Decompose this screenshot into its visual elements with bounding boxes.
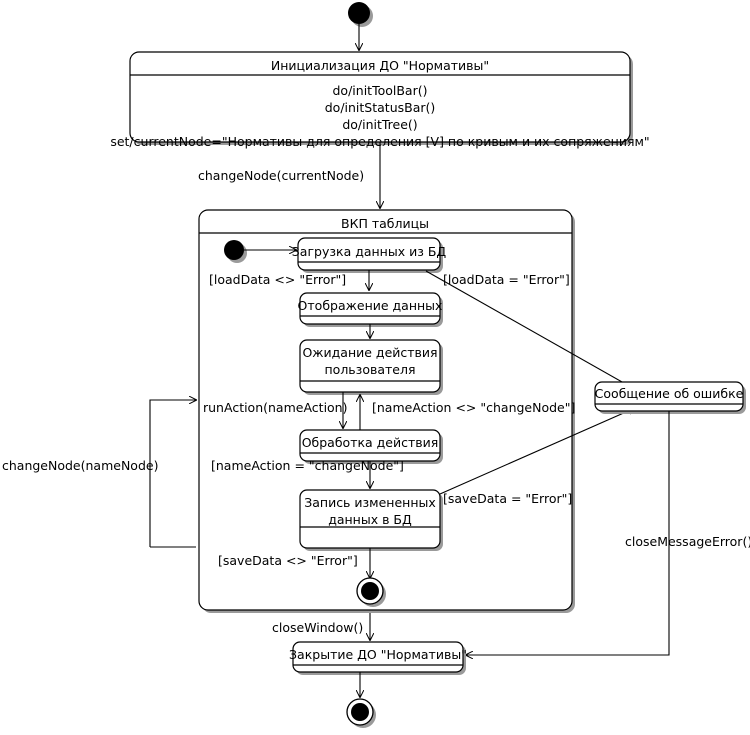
composite-state-title: ВКП таблицы — [341, 216, 429, 231]
transition-wait-to-process-label: runAction(nameAction) — [203, 400, 347, 415]
transition-process-to-save-label: [nameAction = "changeNode"] — [211, 458, 404, 473]
state-wait-action: Ожидание действия пользователя — [299, 339, 443, 395]
inner-final-state-node — [356, 577, 386, 607]
state-show-data-label: Отображение данных — [298, 298, 443, 313]
transition-save-to-error-label: [saveData = "Error"] — [443, 491, 572, 506]
state-wait-action-label-line2: пользователя — [325, 362, 416, 377]
state-process-action-label: Обработка действия — [302, 435, 439, 450]
state-save-data: Запись измененных данных в БД — [299, 489, 443, 551]
transition-process-to-wait-label: [nameAction <> "changeNode"] — [372, 400, 575, 415]
transition-save-to-final-label: [saveData <> "Error"] — [218, 553, 358, 568]
state-init-do-action-2: do/initTree() — [342, 117, 417, 132]
transition-error-to-close — [466, 411, 670, 655]
transition-load-to-error-label: [loadData = "Error"] — [443, 272, 570, 287]
final-state-node — [346, 698, 376, 728]
transition-load-to-error — [425, 270, 638, 391]
transition-load-to-show-label: [loadData <> "Error"] — [209, 272, 346, 287]
transition-loop-changenode — [149, 400, 196, 547]
state-close-do-label: Закрытие ДО "Нормативы" — [289, 647, 467, 662]
inner-initial-state-node — [224, 240, 247, 263]
state-load-data-label: Загрузка данных из БД — [292, 244, 447, 259]
state-show-data: Отображение данных — [298, 292, 443, 327]
state-init-do-title: Инициализация ДО "Нормативы" — [271, 58, 489, 73]
state-process-action: Обработка действия — [299, 429, 443, 464]
state-init-do-action-1: do/initStatusBar() — [325, 100, 436, 115]
state-error-message-label: Сообщение об ошибке — [595, 386, 744, 401]
state-init-do-action-3: set/currentNode="Нормативы для определен… — [110, 134, 649, 149]
state-load-data: Загрузка данных из БД — [292, 237, 447, 273]
transition-composite-to-close-label: closeWindow() — [272, 620, 363, 635]
state-error-message: Сообщение об ошибке — [594, 381, 746, 414]
initial-state-node — [348, 2, 373, 27]
state-init-do-action-0: do/initToolBar() — [333, 83, 428, 98]
transition-init-to-composite-label: changeNode(currentNode) — [198, 168, 364, 183]
state-save-data-label-line2: данных в БД — [328, 512, 412, 527]
transition-loop-changenode-label: changeNode(nameNode) — [2, 458, 158, 473]
state-close-do: Закрытие ДО "Нормативы" — [289, 641, 467, 675]
state-init-do: Инициализация ДО "Нормативы" do/initTool… — [110, 51, 650, 149]
state-save-data-label-line1: Запись измененных — [304, 495, 436, 510]
transition-error-to-close-label: closeMessageError() — [625, 534, 750, 549]
transition-save-to-error — [439, 408, 635, 495]
composite-state-vkp: ВКП таблицы — [198, 209, 575, 613]
state-wait-action-label-line1: Ожидание действия — [302, 345, 437, 360]
